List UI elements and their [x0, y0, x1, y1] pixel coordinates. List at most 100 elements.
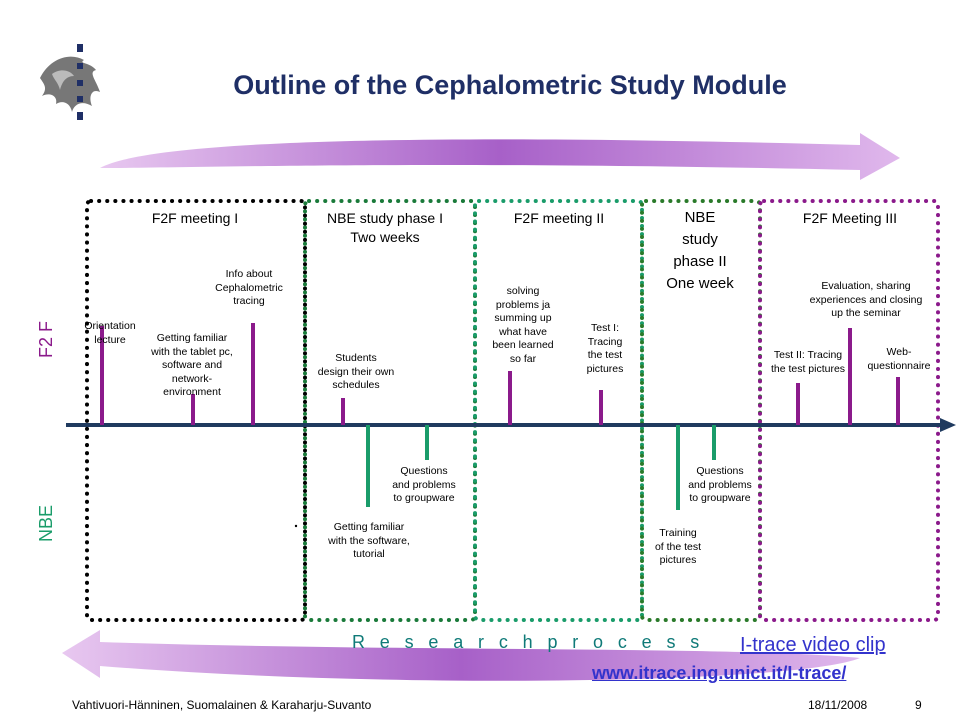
- event-label-info: Info about Cephalometric tracing: [200, 268, 298, 309]
- nbe-event-bars: [366, 425, 716, 510]
- bar-training: [676, 425, 680, 510]
- event-line: up the seminar: [831, 307, 901, 319]
- phase-line: F2F meeting II: [513, 210, 605, 226]
- phase-line: F2F Meeting III: [802, 210, 898, 226]
- event-line: with the tablet pc,: [151, 345, 233, 358]
- bar-test1: [599, 390, 603, 425]
- phase-line: One week: [666, 275, 734, 292]
- event-line: Students: [335, 352, 377, 364]
- footer-authors: Vahtivuori-Hänninen, Suomalainen & Karah…: [72, 698, 372, 712]
- event-label-students: Students design their own schedules: [306, 352, 406, 393]
- event-line: tracing: [233, 295, 265, 307]
- event-line: Info about: [225, 268, 273, 280]
- phase-line: F2F meeting I: [151, 210, 239, 226]
- phase-box-nbe-1: [303, 199, 477, 622]
- nbe-axis-label: NBE: [36, 504, 56, 542]
- event-line: Evaluation, sharing: [821, 280, 911, 292]
- phase-header-f2f-meeting-1: F2F meeting I: [90, 209, 300, 228]
- event-line: experiences and closing: [809, 293, 923, 306]
- phase-box-f2f-3: [758, 199, 940, 622]
- event-line: Questions: [696, 465, 744, 477]
- time-axis-arrowhead: [940, 418, 956, 432]
- phase-line: Two weeks: [350, 229, 420, 245]
- event-label-test1: Test I: Tracing the test pictures: [574, 322, 636, 376]
- event-line: pictures: [586, 362, 624, 375]
- event-line: design their own: [317, 365, 395, 378]
- event-label-training: Training of the test pictures: [640, 527, 716, 568]
- event-label-questions1: Questions and problems to groupware: [376, 465, 472, 506]
- event-line: and problems: [688, 478, 752, 491]
- event-line: to groupware: [393, 492, 455, 504]
- event-line: been learned: [492, 339, 554, 351]
- university-logo-icon: [40, 56, 100, 112]
- event-line: Test II: Tracing: [773, 349, 843, 361]
- phase-header-f2f-meeting-3: F2F Meeting III: [764, 209, 936, 228]
- bar-evaluation: [848, 328, 852, 425]
- f2f-event-bars: [100, 323, 900, 425]
- event-line: of the test: [654, 540, 702, 553]
- event-line: Cephalometric: [215, 281, 283, 294]
- footer-date: 18/11/2008: [808, 698, 868, 712]
- event-line: summing up: [494, 312, 552, 324]
- event-label-evaluation: Evaluation, sharing experiences and clos…: [786, 280, 946, 321]
- event-line: with the software,: [328, 534, 410, 547]
- event-line: to groupware: [689, 492, 751, 504]
- bar-test2: [796, 383, 800, 425]
- bar-orientation: [100, 326, 104, 425]
- event-line: lecture: [94, 333, 126, 346]
- bar-tablet: [191, 394, 195, 425]
- event-label-tablet: Getting familiar with the tablet pc, sof…: [138, 332, 246, 400]
- event-line: Tracing: [587, 335, 623, 348]
- video-clip-link[interactable]: I-trace video clip: [740, 634, 886, 656]
- top-curved-arrow: [100, 133, 900, 180]
- event-line: questionnaire: [867, 359, 931, 372]
- event-line: environment: [163, 386, 221, 398]
- phase-header-nbe-2: NBE study phase II One week: [644, 207, 756, 295]
- event-line: solving: [506, 285, 540, 297]
- phase-box-f2f-2: [473, 199, 644, 622]
- event-line: Training: [659, 527, 697, 539]
- event-label-orientation: Orientation lecture: [70, 320, 150, 347]
- event-line: tutorial: [353, 548, 385, 560]
- bar-software: [366, 425, 370, 507]
- bar-info: [251, 323, 255, 425]
- event-line: Orientation: [84, 320, 136, 332]
- phase-header-nbe-1: NBE study phase I Two weeks: [303, 209, 467, 247]
- phase-line: NBE: [684, 209, 716, 226]
- research-process-label: R e s e a r c h p r o c e s s: [352, 632, 705, 652]
- phase-line: phase II: [673, 253, 727, 270]
- phase-header-f2f-meeting-2: F2F meeting II: [478, 209, 640, 228]
- event-line: schedules: [332, 379, 380, 391]
- event-label-questions2: Questions and problems to groupware: [672, 465, 768, 506]
- bar-web: [896, 377, 900, 425]
- bullet-dot: [294, 524, 298, 528]
- event-line: Test I:: [590, 322, 619, 334]
- event-line: Getting familiar: [333, 521, 405, 533]
- event-line: the test: [587, 349, 623, 361]
- event-line: the test pictures: [770, 362, 846, 375]
- bar-questions1: [425, 425, 429, 460]
- phase-box-f2f-1: [85, 199, 307, 622]
- bar-students: [341, 398, 345, 425]
- event-label-solving: solving problems ja summing up what have…: [478, 285, 568, 366]
- bar-solving: [508, 371, 512, 425]
- footer-page-number: 9: [915, 698, 922, 712]
- event-label-software: Getting familiar with the software, tuto…: [312, 521, 426, 562]
- phase-line: NBE study phase I: [327, 210, 443, 226]
- event-label-test2: Test II: Tracing the test pictures: [758, 349, 858, 376]
- phase-line: study: [682, 231, 718, 248]
- event-line: so far: [509, 352, 537, 365]
- itrace-url-link[interactable]: www.itrace.ing.unict.it/I-trace/: [592, 663, 847, 683]
- f2f-axis-label: F2 F: [36, 320, 56, 358]
- bottom-curved-arrow: [62, 630, 860, 681]
- event-label-web: Web- questionnaire: [862, 346, 936, 373]
- event-line: and problems: [392, 478, 456, 491]
- page-title: Outline of the Cephalometric Study Modul…: [233, 70, 787, 100]
- event-line: problems ja: [495, 298, 551, 311]
- event-line: pictures: [659, 554, 697, 566]
- event-line: what have: [499, 325, 547, 338]
- phase-box-nbe-2: [640, 199, 762, 622]
- bar-questions2: [712, 425, 716, 460]
- logo-dots: [77, 44, 83, 120]
